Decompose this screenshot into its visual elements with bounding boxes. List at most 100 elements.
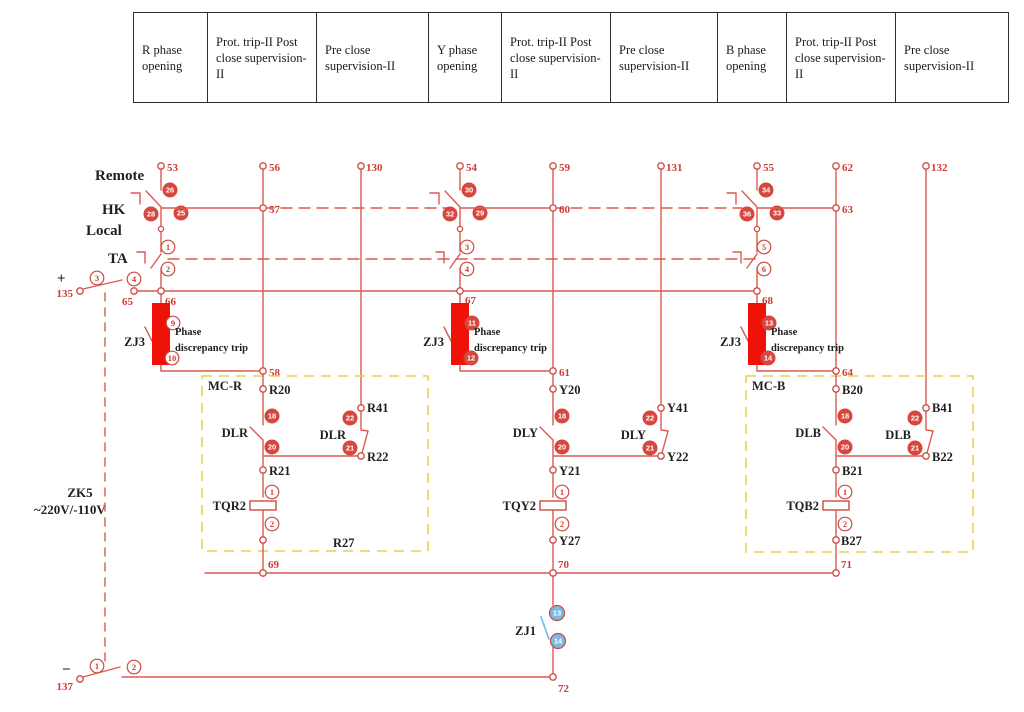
node-label-132: 132 [931,162,948,174]
contact-zk5-1: 1 [89,658,105,674]
hk-label: HK [102,202,126,218]
node-b21 [832,466,840,474]
phase-trip-text-r-2: discrepancy trip [175,343,248,354]
zk5-bottom-blade [82,666,121,678]
node-label-58: 58 [269,367,281,379]
contact-zj1-14: 14 [549,632,567,650]
left-labels: Remote HK Local TA ZK5 ~220V/-110V [34,168,144,517]
dlb-label-2: DLB [885,428,911,442]
node-label-70: 70 [558,559,570,571]
plus-sign: + [57,271,66,287]
svg-text:21: 21 [346,444,354,453]
node-59 [549,162,557,170]
contact-hk-r-25: 25 [173,205,189,221]
contact-zk5-2: 2 [126,659,142,675]
zk5-label: ZK5 [67,485,93,500]
node-b41 [922,404,930,412]
zj3-label-y: ZJ3 [423,335,444,349]
svg-text:2: 2 [843,519,847,529]
dly-label-2: DLY [621,428,646,442]
node-63 [832,204,840,212]
r21-label: R21 [269,464,291,478]
node-b27 [832,536,840,544]
node-r41 [357,404,365,412]
mc-r-label: MC-R [208,379,243,393]
svg-text:2: 2 [132,662,136,672]
svg-text:5: 5 [762,242,766,252]
header-cell-y-trip: Prot. trip-II Post close supervision-II [501,12,611,103]
svg-text:1: 1 [843,487,847,497]
node-y20 [549,385,557,393]
svg-text:2: 2 [166,264,170,274]
hk-handle-mark [429,192,440,205]
contact-dlb-20: 20 [837,439,853,455]
dlr-no-blade [249,426,264,441]
contact-ta-r-1: 1 [160,239,176,255]
svg-text:20: 20 [558,443,566,452]
node-67 [456,287,464,295]
svg-text:2: 2 [560,519,564,529]
node-b22 [922,452,930,460]
contact-dlb-22: 22 [907,410,923,426]
node-61 [549,367,557,375]
node-130 [357,162,365,170]
node-label-130: 130 [366,162,383,174]
node-label-135: 135 [57,288,74,300]
voltage-label: ~220V/-110V [34,502,106,517]
contact-zj3-b-13: 13 [761,315,777,331]
r20-label: R20 [269,383,291,397]
tqb2-coil [822,500,850,511]
zk5-top-blade [82,279,123,290]
y27-label: Y27 [559,534,581,548]
dlb-no-blade [822,426,837,441]
svg-text:3: 3 [465,242,469,252]
node-b20 [832,385,840,393]
ta-handle-mark [136,251,146,264]
node-label-63: 63 [842,204,854,216]
dlr-label: DLR [222,426,249,440]
contact-zj3-r-10: 10 [164,350,180,366]
node-55 [753,162,761,170]
svg-text:29: 29 [476,209,484,218]
remote-label: Remote [95,168,144,184]
node-56 [259,162,267,170]
node-71 [832,569,840,577]
phase-trip-text-b-1: Phase [771,327,798,338]
node-r20 [259,385,267,393]
node-69 [259,569,267,577]
svg-text:32: 32 [446,210,454,219]
ta-blade-r [150,253,162,269]
dlb-nc-blade [926,430,934,454]
svg-text:22: 22 [646,414,654,423]
minus-sign: − [62,662,71,678]
svg-text:13: 13 [765,319,773,328]
svg-text:33: 33 [773,209,781,218]
svg-text:1: 1 [270,487,274,497]
svg-text:36: 36 [743,210,751,219]
node-y22 [657,452,665,460]
node-70 [549,569,557,577]
node-label-64: 64 [842,367,854,379]
svg-text:20: 20 [268,443,276,452]
ta-handle-mark [435,251,445,264]
contact-ta-b-5: 5 [756,239,772,255]
svg-text:18: 18 [841,412,849,421]
header-row: R phase opening Prot. trip-II Post close… [133,12,1009,103]
y20-label: Y20 [559,383,581,397]
node-r27 [259,536,267,544]
node-65 [130,287,138,295]
node-66 [157,287,165,295]
phase-y: 54 59 131 30 32 29 60 3 4 67 [423,162,689,577]
svg-text:12: 12 [467,354,475,363]
phase-trip-text-y-2: discrepancy trip [474,343,547,354]
contact-dly-22: 22 [642,410,658,426]
header-table: R phase opening Prot. trip-II Post close… [133,12,1009,103]
dlr-label-2: DLR [320,428,347,442]
svg-text:26: 26 [166,186,174,195]
local-node-y [456,225,464,233]
node-label-68: 68 [762,295,774,307]
node-label-53: 53 [167,162,179,174]
contact-hk-b-34: 34 [758,182,774,198]
svg-text:18: 18 [268,412,276,421]
